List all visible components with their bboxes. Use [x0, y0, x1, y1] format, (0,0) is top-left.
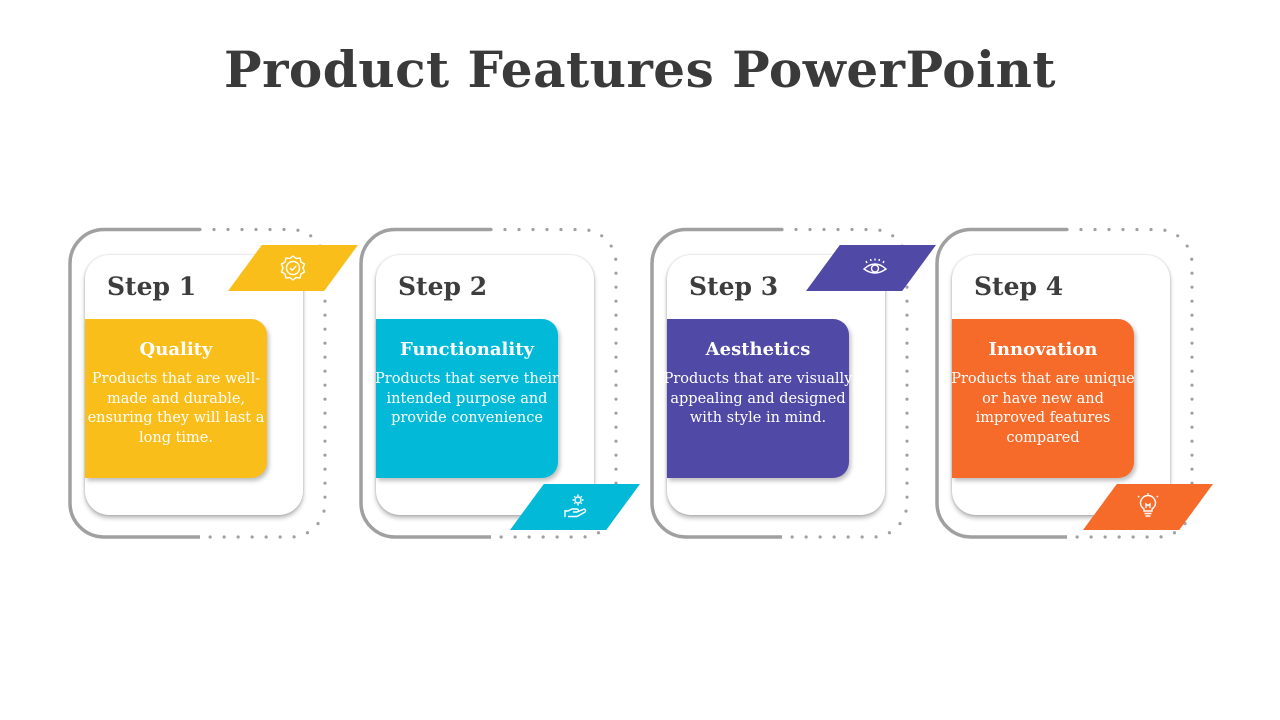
badge-check-icon	[279, 254, 307, 282]
feature-description: Products that are unique or have new and…	[951, 371, 1135, 446]
eye-icon	[861, 254, 889, 282]
feature-title: Quality	[139, 339, 213, 360]
frame-outline	[68, 227, 327, 539]
frame-outline	[935, 227, 1194, 539]
feature-description: Products that serve their intended purpo…	[375, 371, 559, 426]
gear-hand-icon	[562, 492, 590, 520]
feature-title: Functionality	[400, 339, 534, 360]
feature-description: Products that are visually appealing and…	[663, 371, 853, 426]
frame-outline	[650, 227, 909, 539]
lightbulb-icon	[1134, 492, 1162, 520]
step-label: Step 4	[974, 272, 1064, 301]
step-label: Step 2	[398, 272, 488, 301]
step-3-frame: Step 3 Aesthetics Products that are visu…	[650, 227, 909, 543]
step-label: Step 3	[689, 272, 779, 301]
feature-description: Products that are well-made and durable,…	[87, 371, 265, 446]
feature-box-innovation: Innovation Products that are unique or h…	[951, 319, 1135, 478]
page-title: Product Features PowerPoint	[223, 40, 1057, 99]
feature-title: Aesthetics	[705, 339, 811, 360]
feature-box-functionality: Functionality Products that serve their …	[375, 319, 559, 478]
feature-box-aesthetics: Aesthetics Products that are visually ap…	[664, 319, 852, 478]
feature-title: Innovation	[988, 339, 1098, 360]
step-2-frame: Step 2 Functionality Products that serve…	[359, 227, 618, 543]
step-4-frame: Step 4 Innovation Products that are uniq…	[935, 227, 1194, 543]
step-1-frame: Step 1 Quality Products that are well-ma…	[68, 227, 327, 543]
feature-box-quality: Quality Products that are well-made and …	[85, 319, 267, 478]
frame-outline	[359, 227, 618, 539]
step-label: Step 1	[107, 272, 197, 301]
